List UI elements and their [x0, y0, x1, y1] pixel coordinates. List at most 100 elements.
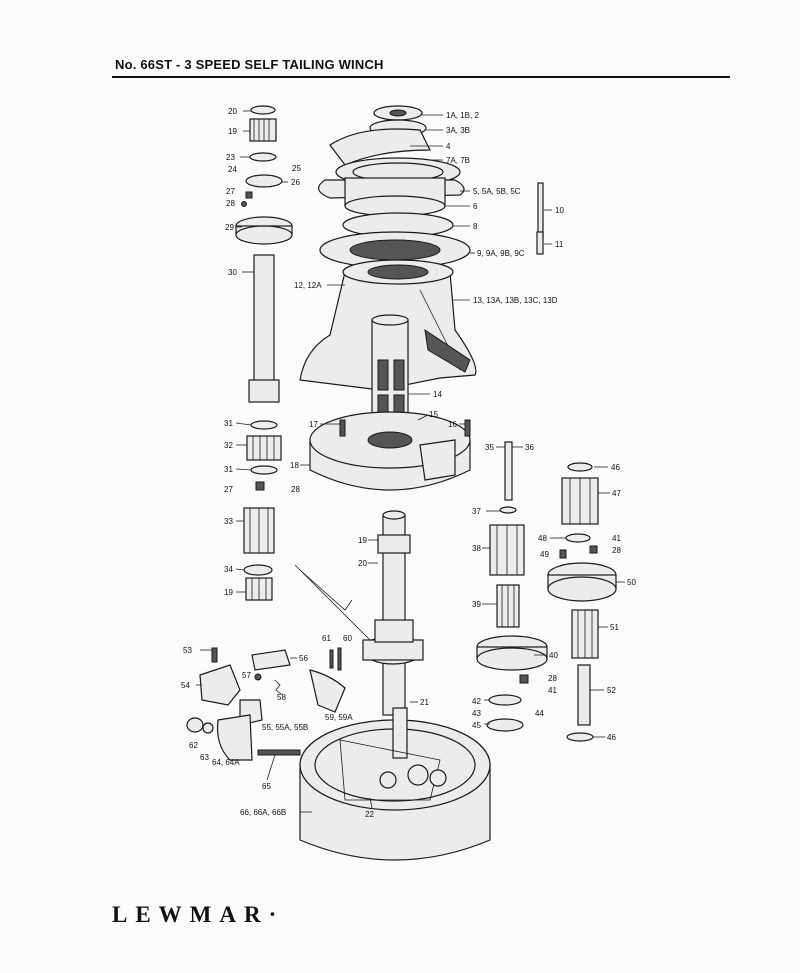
drum-assembly	[299, 105, 544, 491]
part-screw-57	[254, 673, 262, 681]
callout-label: 42	[472, 697, 481, 706]
callout-label: 65	[262, 782, 271, 791]
callout-label: 10	[555, 206, 564, 215]
callout-label: 17	[309, 420, 318, 429]
callout-label: 19	[358, 536, 367, 545]
callout-label: 33	[224, 517, 233, 526]
callout-label: 31	[224, 419, 233, 428]
callout-label: 4	[446, 142, 451, 151]
callout-label: 50	[627, 578, 636, 587]
part-ring-63	[202, 722, 214, 734]
part-post-21	[392, 707, 408, 759]
callout-label: 37	[472, 507, 481, 516]
part-bearing-19-top	[249, 118, 277, 142]
part-washer-46a	[567, 462, 593, 472]
callout-label: 28	[291, 485, 300, 494]
part-washer-34	[243, 564, 273, 576]
part-frame-22	[339, 739, 441, 801]
right-gear-stack	[476, 441, 617, 742]
callout-label: 56	[299, 654, 308, 663]
callout-label: 20	[358, 559, 367, 568]
callout-label: 53	[183, 646, 192, 655]
callout-label: 25	[292, 164, 301, 173]
callout-label: 16	[448, 420, 457, 429]
callout-label: 27	[224, 485, 233, 494]
part-stripper-arm-7	[329, 128, 431, 166]
pawl-parts	[186, 647, 346, 761]
callout-label: 18	[290, 461, 299, 470]
callout-label: 51	[610, 623, 619, 632]
callout-label: 3A, 3B	[446, 126, 470, 135]
part-washer-20	[250, 105, 276, 115]
callout-label: 48	[538, 534, 547, 543]
callout-label: 15	[429, 410, 438, 419]
part-socket-64	[216, 714, 253, 761]
callout-label: 27	[226, 187, 235, 196]
part-plug-62	[186, 717, 204, 733]
callout-label: 12, 12A	[294, 281, 322, 290]
callout-label: 9, 9A, 9B, 9C	[477, 249, 525, 258]
callout-label: 30	[228, 268, 237, 277]
part-pin-10	[537, 182, 544, 239]
part-washer-42	[488, 694, 522, 706]
center-shaft-stack	[294, 510, 424, 716]
base-housing	[299, 707, 491, 861]
callout-label: 61	[322, 634, 331, 643]
callout-label: 6	[473, 202, 478, 211]
part-clip-28	[241, 201, 247, 207]
callout-label: 41	[548, 686, 557, 695]
part-bolt-16	[464, 419, 471, 437]
callout-label: 43	[472, 709, 481, 718]
part-washer-31b	[250, 465, 278, 475]
callout-label: 46	[611, 463, 620, 472]
callout-label: 36	[525, 443, 534, 452]
part-pin-52	[577, 664, 591, 726]
callout-label: 47	[612, 489, 621, 498]
callout-label: 28	[226, 199, 235, 208]
callout-labels: 20 19 23 24 25 26 27 28 29 30 31 32 31 2…	[181, 107, 636, 819]
part-washer-31	[250, 420, 278, 430]
callout-label: 34	[224, 565, 233, 574]
callout-label: 8	[473, 222, 478, 231]
callout-label: 35	[485, 443, 494, 452]
callout-label: 22	[365, 810, 374, 819]
part-washer-46b	[566, 732, 594, 742]
callout-label: 11	[555, 240, 564, 249]
part-washer-48	[565, 533, 591, 543]
part-bolt-17	[339, 419, 346, 437]
part-pin-49	[559, 549, 567, 559]
callout-label: 44	[535, 709, 544, 718]
callout-label: 63	[200, 753, 209, 762]
part-key-41b	[519, 674, 529, 684]
brand-name: LEWMAR	[112, 902, 269, 927]
callout-label: 5, 5A, 5B, 5C	[473, 187, 521, 196]
part-pawl-56	[251, 649, 291, 671]
part-lever-59	[309, 669, 346, 713]
part-pin-11	[536, 231, 544, 255]
callout-label: 29	[225, 223, 234, 232]
part-pin-61	[329, 649, 334, 669]
part-bolt-65	[257, 749, 301, 756]
callout-label: 7A, 7B	[446, 156, 470, 165]
part-washer-45	[486, 718, 524, 732]
callout-label: 23	[226, 153, 235, 162]
part-pin-35	[504, 441, 513, 501]
part-washer-23	[249, 152, 277, 162]
brand-logo: LEWMAR·	[112, 902, 284, 928]
part-bracket-54	[199, 664, 241, 706]
callout-label: 49	[540, 550, 549, 559]
callout-label: 64, 64A	[212, 758, 240, 767]
left-gear-stack	[235, 105, 293, 601]
callout-label: 66, 66A, 66B	[240, 808, 286, 817]
leader-lines	[196, 110, 625, 813]
callout-label: 24	[228, 165, 237, 174]
callout-label: 45	[472, 721, 481, 730]
callout-label: 28	[612, 546, 621, 555]
part-key-27b	[255, 481, 265, 491]
callout-label: 62	[189, 741, 198, 750]
callout-label: 54	[181, 681, 190, 690]
part-spring-58	[274, 679, 283, 696]
part-shaft-30	[253, 254, 275, 396]
